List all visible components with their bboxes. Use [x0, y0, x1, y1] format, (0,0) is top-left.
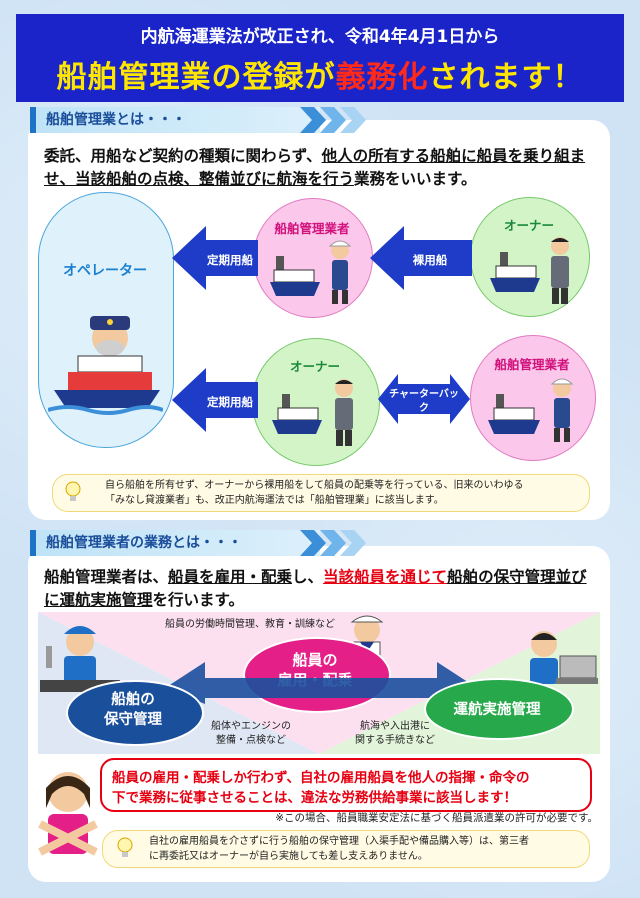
- ellipse-operation-management-text: 運航実施管理: [453, 702, 541, 718]
- ellipse-center-line1: 船員の: [292, 651, 338, 669]
- ellipse-operation-management: [424, 678, 574, 740]
- section2-tip-line2: に再委託又はオーナーが自ら実施しても差し支えありません。: [149, 851, 428, 862]
- section1-tip-line1: 自ら船舶を所有せず、オーナーから裸用船をして船員の配乗等を行っている、旧来のいわ…: [105, 480, 524, 491]
- section2-desc-part3: を行います。: [152, 591, 244, 609]
- owner1-circle: [470, 197, 590, 317]
- banner-subtitle: 内航海運業法が改正され、令和4年4月1日から: [140, 27, 500, 47]
- section1-header-text: 船舶管理業とは・・・: [30, 107, 320, 133]
- manager-ship-icon-1: [270, 240, 352, 304]
- section2-description: 船舶管理業者は、船員を雇用・配乗し、当該船員を通じて船舶の保守管理並びに運航実施…: [44, 566, 599, 612]
- kanri2-label: 船舶管理業者: [494, 357, 570, 372]
- section1-tip-box: 自ら船舶を所有せず、オーナーから裸用船をして船員の配乗等を行っている、旧来のいわ…: [52, 474, 590, 512]
- label-voyage-port-2: 関する手続きなど: [355, 735, 435, 746]
- arrow-charter-label: チャーターバック船舶管理: [386, 388, 462, 430]
- warning-note: ※この場合、船員職業安定法に基づく船員派遣業の許可が必要です。: [275, 812, 598, 824]
- arrow-charter-double-icon: [378, 374, 470, 424]
- arrow-teiki-top-icon: [172, 226, 258, 290]
- section2-desc-underlined2: 船舶の保守管理並びに運航実施管理: [44, 568, 587, 609]
- label-crew-management: 船員の労働時間管理、教育・訓練など: [165, 619, 335, 630]
- operator-label: オペレーター: [63, 263, 147, 279]
- section2-desc-red: 当該船員を通じて: [323, 568, 448, 586]
- section2-desc-part1: 船舶管理業者は、: [44, 568, 169, 586]
- ellipse-left-line1: 船舶の: [111, 692, 155, 708]
- section2-header: 船舶管理業者の業務とは・・・: [30, 530, 320, 556]
- section2-tip-line1: 自社の雇用船員を介さずに行う船舶の保守管理（入渠手配や備品購入等）は、第三者: [149, 836, 529, 847]
- label-voyage-port: 航海や入出港に関する手続きなど: [340, 720, 450, 748]
- owner1-label: オーナー: [503, 218, 554, 233]
- duties-double-arrow-icon: [165, 662, 477, 704]
- arrow-teiki-bottom-icon: [172, 368, 258, 432]
- arrow-rasen-label: 裸用船: [412, 253, 448, 267]
- arrow-teiki-bottom-label: 定期用船: [207, 395, 253, 409]
- arrow-charter-label-2: 船舶管理: [404, 417, 444, 428]
- warning-line1: 船員の雇用・配乗しか行わず、自社の雇用船員を他人の指揮・命令の: [112, 770, 530, 786]
- title-banner: 内航海運業法が改正され、令和4年4月1日から 船舶管理業の登録が義務化されます！: [16, 14, 624, 102]
- label-hull-engine-1: 船体やエンジンの: [211, 721, 291, 732]
- owner2-label: オーナー: [289, 359, 340, 374]
- banner-title: 船舶管理業の登録が義務化されます！: [16, 52, 624, 96]
- label-hull-engine: 船体やエンジンの整備・点検など: [196, 720, 306, 748]
- warning-box: 船員の雇用・配乗しか行わず、自社の雇用船員を他人の指揮・命令の 下で業務に従事さ…: [100, 758, 592, 812]
- section1-desc-underlined: 他人の所有する船舶に船員を乗り組ませ、当該船舶の点検、整備並びに航海を行う: [44, 147, 586, 188]
- section2-tip-box: 自社の雇用船員を介さずに行う船舶の保守管理（入渠手配や備品購入等）は、第三者 に…: [102, 830, 590, 868]
- lightbulb-icon-2: [117, 837, 133, 857]
- banner-title-emphasis: 義務化: [335, 60, 429, 95]
- banner-title-part1: 船舶管理業の登録が: [56, 60, 336, 95]
- warning-woman-icon: [38, 772, 98, 856]
- section1-desc-part2: 業務をいいます。: [354, 170, 477, 188]
- section1-tip-line2: 「みなし貸渡業者」も、改正内航海運法では「船舶管理業」に該当します。: [105, 495, 444, 506]
- lightbulb-icon: [65, 481, 81, 501]
- section2-desc-part2: し、: [292, 568, 324, 586]
- ellipse-left-line2: 保守管理: [104, 712, 162, 728]
- office-worker-icon: [530, 631, 598, 684]
- header-chevrons-icon: [300, 107, 366, 133]
- header-chevrons-icon-2: [300, 530, 366, 556]
- warning-line2: 下で業務に従事させることは、違法な労務供給事業に該当します！: [112, 790, 517, 806]
- ellipse-ship-maintenance: [66, 680, 204, 746]
- label-voyage-port-1: 航海や入出港に: [360, 721, 430, 732]
- captain-ship-icon: [48, 316, 163, 415]
- section1-desc-part1: 委託、用船など契約の種類に関わらず、: [44, 147, 322, 165]
- section1-description: 委託、用船など契約の種類に関わらず、他人の所有する船舶に船員を乗り組ませ、当該船…: [44, 145, 599, 191]
- section2-header-text: 船舶管理業者の業務とは・・・: [30, 530, 320, 556]
- arrow-charter-label-1: チャーターバック: [389, 389, 459, 414]
- section1-header: 船舶管理業とは・・・: [30, 107, 320, 133]
- banner-title-part3: されます！: [428, 60, 584, 95]
- arrow-teiki-top-label: 定期用船: [207, 253, 253, 267]
- owner-ship-icon-1: [490, 237, 569, 304]
- kanri1-label: 船舶管理業者: [274, 221, 350, 236]
- owner2-circle: [252, 338, 380, 466]
- manager-ship-icon-2: [488, 378, 574, 442]
- arrow-rasen-icon: [370, 226, 472, 290]
- kanri2-circle: [470, 335, 596, 461]
- section2-desc-underlined1: 船員を雇用・配乗: [168, 568, 293, 586]
- owner-ship-icon-2: [272, 379, 353, 446]
- label-hull-engine-2: 整備・点検など: [216, 735, 286, 746]
- ellipse-ship-maintenance-text: 船舶の保守管理: [66, 690, 200, 730]
- ellipse-crew-employment: [243, 637, 391, 713]
